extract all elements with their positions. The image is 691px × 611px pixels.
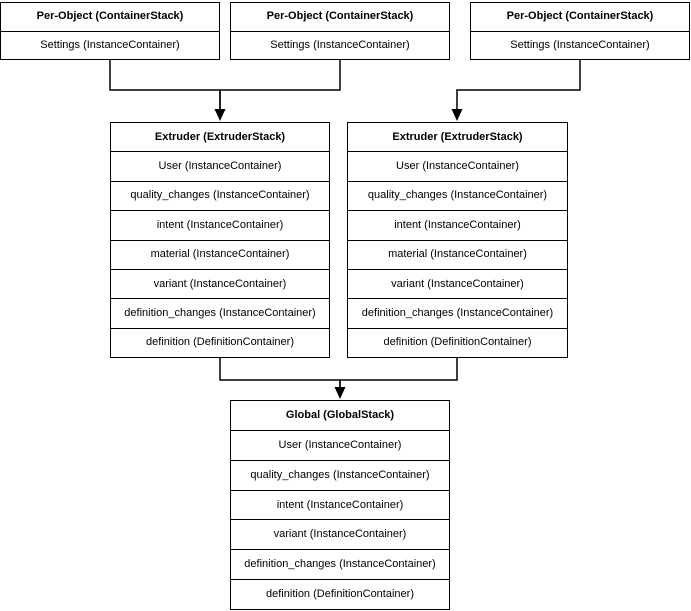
- per-object-stack-1-title: Per-Object (ContainerStack): [36, 10, 184, 23]
- extruder-stack-2-row-material: material (InstanceContainer): [348, 239, 567, 269]
- connector-perobject2-extruder1: [219, 60, 341, 111]
- per-object-stack-2-row-settings: Settings (InstanceContainer): [231, 30, 449, 60]
- arrowhead-down-extruder1-icon: [214, 109, 226, 121]
- connector-perobject3-extruder2: [456, 60, 581, 111]
- global-stack-row-definition-changes: definition_changes (InstanceContainer): [231, 549, 449, 579]
- arrowhead-down-global-icon: [334, 387, 346, 399]
- extruder-stack-1-row-quality-changes: quality_changes (InstanceContainer): [111, 180, 329, 210]
- extruder-stack-1-title: Extruder (ExtruderStack): [154, 130, 286, 143]
- extruder-stack-2-row-variant: variant (InstanceContainer): [348, 268, 567, 298]
- connector-extruder2-global: [339, 358, 458, 391]
- per-object-stack-2-title: Per-Object (ContainerStack): [266, 10, 414, 23]
- per-object-stack-1: Per-Object (ContainerStack) Settings (In…: [0, 2, 220, 60]
- connector-perobject1-extruder1: [109, 60, 221, 111]
- extruder-stack-2-row-quality-changes: quality_changes (InstanceContainer): [348, 180, 567, 210]
- extruder-stack-1-row-definition: definition (DefinitionContainer): [111, 327, 329, 357]
- per-object-stack-3-row-settings: Settings (InstanceContainer): [471, 30, 689, 60]
- global-stack: Global (GlobalStack) User (InstanceConta…: [230, 400, 450, 610]
- global-stack-row-intent: intent (InstanceContainer): [231, 489, 449, 520]
- extruder-stack-2-row-definition: definition (DefinitionContainer): [348, 327, 567, 357]
- per-object-stack-1-row-settings: Settings (InstanceContainer): [1, 30, 219, 60]
- extruder-stack-1-row-variant: variant (InstanceContainer): [111, 268, 329, 298]
- per-object-stack-3-title: Per-Object (ContainerStack): [506, 10, 654, 23]
- global-stack-row-definition: definition (DefinitionContainer): [231, 579, 449, 609]
- extruder-stack-2-title: Extruder (ExtruderStack): [392, 130, 523, 143]
- global-stack-row-variant: variant (InstanceContainer): [231, 519, 449, 549]
- extruder-stack-1-row-definition-changes: definition_changes (InstanceContainer): [111, 298, 329, 327]
- per-object-stack-3: Per-Object (ContainerStack) Settings (In…: [470, 2, 690, 60]
- extruder-stack-1-row-intent: intent (InstanceContainer): [111, 210, 329, 239]
- extruder-stack-2-row-definition-changes: definition_changes (InstanceContainer): [348, 298, 567, 327]
- extruder-stack-2: Extruder (ExtruderStack) User (InstanceC…: [347, 122, 568, 358]
- connector-extruder1-global: [219, 358, 341, 391]
- global-stack-title: Global (GlobalStack): [285, 408, 395, 421]
- per-object-stack-2: Per-Object (ContainerStack) Settings (In…: [230, 2, 450, 60]
- extruder-stack-1-row-user: User (InstanceContainer): [111, 151, 329, 180]
- extruder-stack-1: Extruder (ExtruderStack) User (InstanceC…: [110, 122, 330, 358]
- extruder-stack-2-row-intent: intent (InstanceContainer): [348, 210, 567, 239]
- extruder-stack-2-row-user: User (InstanceContainer): [348, 151, 567, 180]
- extruder-stack-1-row-material: material (InstanceContainer): [111, 239, 329, 269]
- arrowhead-down-extruder2-icon: [451, 109, 463, 121]
- global-stack-row-user: User (InstanceContainer): [231, 429, 449, 460]
- global-stack-row-quality-changes: quality_changes (InstanceContainer): [231, 459, 449, 490]
